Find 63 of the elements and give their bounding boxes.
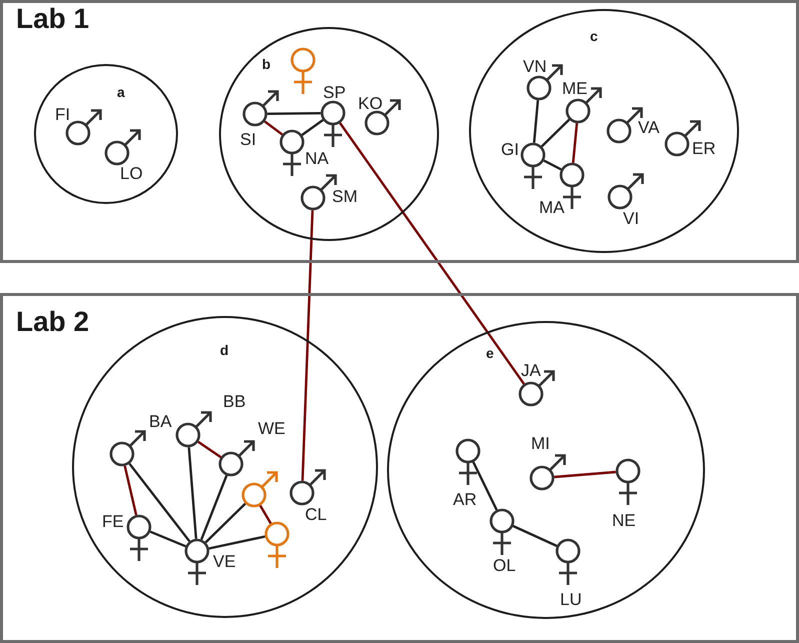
person-label: FE: [102, 513, 124, 530]
person-label: LU: [560, 591, 582, 608]
group-ellipse: [469, 9, 739, 253]
link-line: [512, 524, 558, 548]
person-label: BB: [223, 393, 246, 410]
link-line: [259, 504, 272, 524]
person-label: VA: [638, 119, 660, 136]
link-line: [267, 112, 321, 115]
link-line: [208, 535, 266, 550]
link-line: [532, 100, 540, 143]
person-label: SP: [323, 84, 346, 101]
person-label: WE: [258, 420, 286, 437]
group-ellipse: [219, 27, 439, 241]
link-line: [301, 119, 324, 136]
person-label: MA: [539, 199, 564, 216]
person-label: NE: [612, 512, 636, 529]
link-line: [554, 470, 616, 478]
person-label: ME: [562, 80, 588, 97]
panel-title: Lab 1: [16, 5, 90, 33]
person-label: VE: [213, 553, 236, 570]
group-ellipse: [387, 321, 705, 619]
person-label: SI: [240, 131, 256, 148]
link-line: [264, 120, 284, 136]
link-line: [197, 440, 222, 458]
group-label: d: [220, 343, 229, 357]
person-label: SM: [332, 188, 358, 205]
person-label: FI: [55, 106, 70, 123]
link-line: [124, 466, 138, 516]
link-line: [128, 462, 190, 542]
person-label: GI: [501, 141, 519, 158]
person-label: VI: [623, 210, 640, 227]
person-label: KO: [358, 95, 383, 112]
person-label: AR: [453, 491, 477, 508]
female-symbol-icon: [264, 521, 290, 569]
link-line: [572, 122, 578, 164]
person-label: NA: [305, 150, 329, 167]
female-symbol-icon: [290, 47, 316, 95]
link-line: [150, 530, 186, 548]
group-label: c: [590, 29, 598, 43]
link-line: [540, 118, 570, 148]
link-line: [200, 474, 228, 540]
lab-panel: [0, 293, 799, 643]
link-line: [339, 122, 525, 385]
group-label: b: [262, 57, 271, 71]
person-label: JA: [521, 362, 541, 379]
link-line: [188, 447, 198, 539]
person-label: OL: [493, 557, 516, 574]
link-line: [472, 461, 498, 511]
group-label: e: [486, 346, 494, 360]
lab-panel: [0, 0, 799, 263]
person-label: VN: [523, 58, 547, 75]
person-label: CL: [305, 506, 327, 523]
person-label: MI: [531, 435, 550, 452]
person-label: BA: [149, 413, 172, 430]
link-line: [204, 502, 246, 544]
panel-title: Lab 2: [16, 308, 90, 336]
male-symbol-icon: [241, 470, 279, 508]
group-label: a: [117, 85, 125, 99]
link-line: [301, 210, 314, 481]
link-line: [543, 160, 562, 170]
person-label: LO: [120, 165, 143, 182]
group-ellipse: [34, 64, 178, 204]
person-label: ER: [692, 140, 716, 157]
